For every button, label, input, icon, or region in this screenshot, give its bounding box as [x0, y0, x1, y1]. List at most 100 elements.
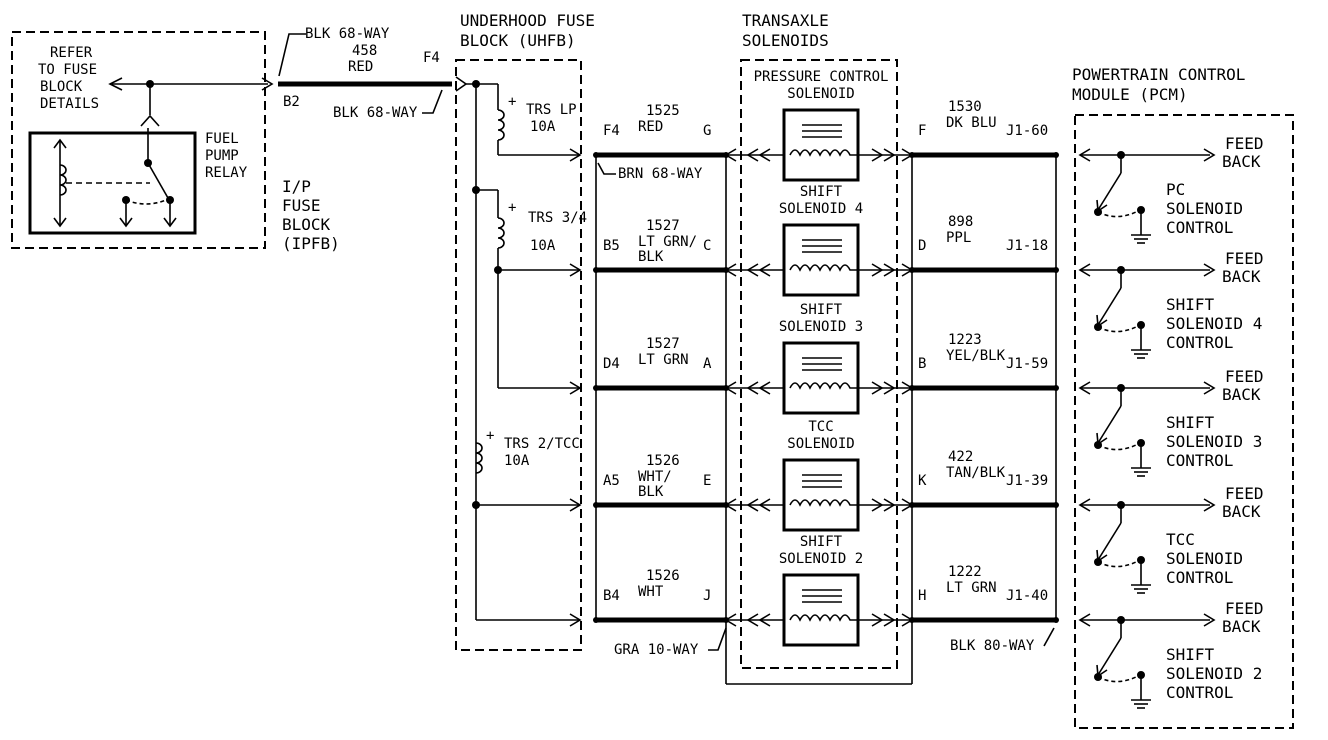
- fuse-polarity: +: [508, 200, 516, 216]
- arrow-left-icon: [108, 77, 123, 91]
- control-label: CONTROL: [1166, 333, 1233, 352]
- refer-note-line: BLOCK: [40, 79, 83, 95]
- feed-color: RED: [348, 59, 373, 75]
- solenoid-name: TCC: [808, 419, 833, 435]
- junction-dot: [472, 80, 480, 88]
- solenoid-name: SOLENOID: [787, 86, 854, 102]
- driver-switch-arm: [1097, 637, 1122, 676]
- fuse-name: TRS 2/TCC: [504, 436, 580, 452]
- chevron-right-icon: [883, 148, 896, 162]
- fuse-name: TRS LP: [526, 102, 577, 118]
- solenoid-box: [782, 108, 860, 182]
- uhfb-boundary: [455, 59, 582, 651]
- arrow-right-icon: [1203, 148, 1216, 162]
- connector-pin-sol-out: B: [918, 356, 926, 372]
- feed-pin-right: F4: [423, 50, 440, 66]
- connector-pin-sol-in: C: [703, 238, 711, 254]
- feedback-label: FEED: [1225, 367, 1264, 386]
- leader-line: [278, 33, 306, 77]
- circuit-number-out: 1222: [948, 564, 982, 580]
- driver-switch-arm: [1097, 405, 1122, 444]
- circuit-number-in: 1526: [646, 453, 680, 469]
- chevron-left-icon: [724, 381, 737, 395]
- driver-switch-arm: [1097, 287, 1122, 326]
- connector-pin-in: B4: [603, 588, 620, 604]
- arrow-right-icon: [1203, 498, 1216, 512]
- solenoid-name: SHIFT: [800, 534, 843, 550]
- ipfb-title-line: (IPFB): [282, 234, 340, 253]
- feed-pin-left: B2: [283, 94, 300, 110]
- control-label: CONTROL: [1166, 568, 1233, 587]
- wire-color-in: BLK: [638, 249, 664, 265]
- switch-dashed-link: [1097, 442, 1141, 451]
- connector-arrow-icon: [569, 263, 582, 277]
- connector-label-brn: BRN 68-WAY: [618, 166, 703, 182]
- solenoid-box: [782, 458, 860, 532]
- solenoid-name: SOLENOID 4: [779, 201, 863, 217]
- circuit-number-out: 1223: [948, 332, 982, 348]
- fuse-rating: 10A: [530, 238, 556, 254]
- arrow-left-icon: [1078, 381, 1091, 395]
- connector-pin-dot: [593, 152, 599, 158]
- solenoid-coil-icon: [789, 499, 858, 507]
- connector-arrow-icon: [569, 613, 582, 627]
- pcm-boundary: [1074, 114, 1294, 729]
- control-label: PC: [1166, 180, 1185, 199]
- connector-pin-sol-out: H: [918, 588, 926, 604]
- uhfb-section: UNDERHOOD FUSE BLOCK (UHFB) + TRS LP 10A…: [455, 11, 595, 651]
- switch-dashed-link: [1097, 324, 1141, 333]
- control-label: SOLENOID 3: [1166, 432, 1262, 451]
- pcm-pin: J1-40: [1006, 588, 1048, 604]
- solenoid-name: SHIFT: [800, 302, 843, 318]
- relay-label-line: RELAY: [205, 165, 248, 181]
- feed-connector-bottom: BLK 68-WAY: [333, 105, 418, 121]
- chevron-right-icon: [901, 381, 914, 395]
- connector-label-gra: GRA 10-WAY: [614, 642, 699, 658]
- connector-pin-dot: [1053, 502, 1059, 508]
- circuit-number-out: 1530: [948, 99, 982, 115]
- relay-switch-dashed: [125, 199, 167, 205]
- wire-color-out: YEL/BLK: [946, 348, 1006, 364]
- leader-line: [597, 162, 616, 175]
- solenoid-name: SOLENOID: [787, 436, 854, 452]
- connector-label-blk80: BLK 80-WAY: [950, 638, 1035, 654]
- relay-label-line: PUMP: [205, 148, 239, 164]
- wire-color-in: BLK: [638, 484, 664, 500]
- relay-label-line: FUEL: [205, 131, 239, 147]
- wire-color-in: LT GRN/: [638, 234, 697, 250]
- arrow-up-icon: [53, 138, 67, 149]
- connector-arrow-icon: [569, 381, 582, 395]
- solenoid-coil-icon: [789, 614, 858, 622]
- uhfb-title-line: UNDERHOOD FUSE: [460, 11, 595, 30]
- pcm-pin: J1-18: [1006, 238, 1048, 254]
- connector-pin-dot: [593, 617, 599, 623]
- pcm-pin: J1-60: [1006, 123, 1048, 139]
- leader-line: [1043, 627, 1055, 647]
- leader-line: [708, 627, 727, 651]
- wire-color-out: TAN/BLK: [946, 465, 1006, 481]
- chevron-right-icon: [901, 498, 914, 512]
- relay-switch-arm: [147, 162, 169, 199]
- chevron-left-icon: [724, 613, 737, 627]
- transaxle-title-line: SOLENOIDS: [742, 31, 829, 50]
- arrow-down-icon: [119, 217, 133, 228]
- control-label: SOLENOID 2: [1166, 664, 1262, 683]
- connector-pin-dot: [1053, 267, 1059, 273]
- connector-pin-sol-in: J: [703, 588, 711, 604]
- chevron-left-icon: [724, 263, 737, 277]
- chevron-right-icon: [871, 263, 884, 277]
- pcm-pin: J1-59: [1006, 356, 1048, 372]
- solenoid-name: SHIFT: [800, 184, 843, 200]
- control-label: SOLENOID 4: [1166, 314, 1262, 333]
- connector-pin-dot: [1053, 152, 1059, 158]
- chevron-right-icon: [901, 148, 914, 162]
- arrow-down-icon: [163, 217, 177, 228]
- feed-connector-top: BLK 68-WAY: [305, 26, 390, 42]
- connector-pin-in: A5: [603, 473, 620, 489]
- control-label: SHIFT: [1166, 413, 1215, 432]
- chevron-right-icon: [883, 381, 896, 395]
